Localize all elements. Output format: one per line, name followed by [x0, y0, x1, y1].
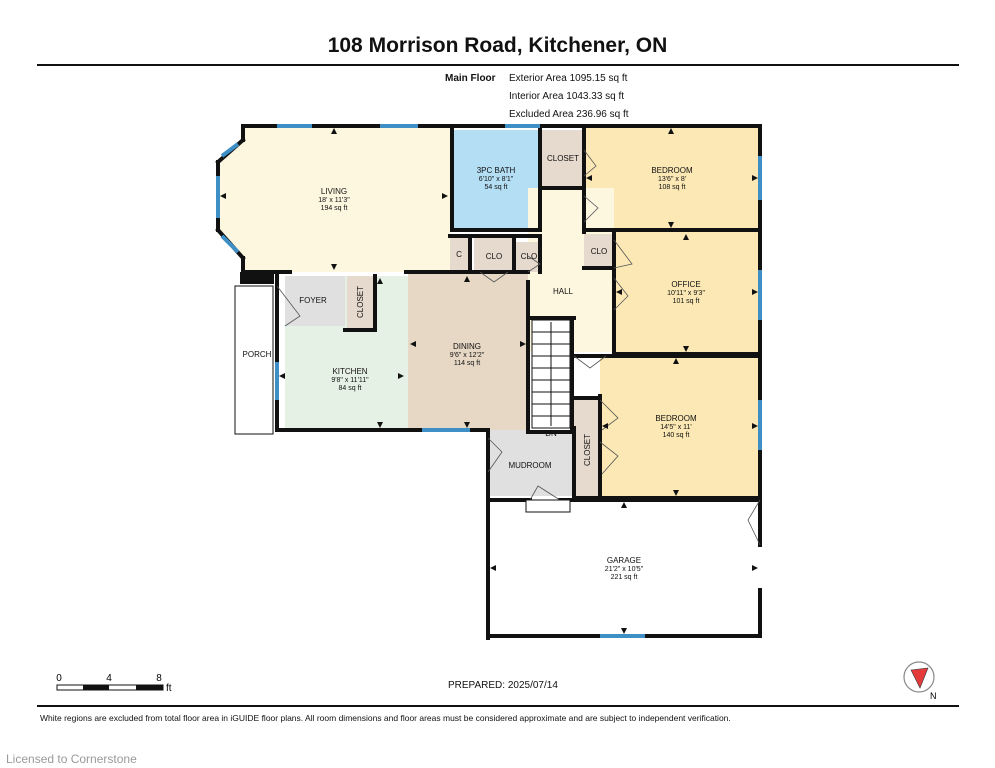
foyer-label: FOYER — [299, 296, 327, 305]
closet-top — [542, 130, 584, 188]
bedroom1-name: BEDROOM — [651, 166, 693, 175]
walls — [215, 124, 762, 640]
footer-rule — [37, 705, 959, 707]
bedroom2-dims: 14'5" x 11' — [660, 424, 692, 431]
bath-name: 3PC BATH — [477, 166, 516, 175]
scale-tick-0: 0 — [56, 673, 62, 684]
prepared-date: PREPARED: 2025/07/14 — [448, 680, 558, 691]
garage — [488, 500, 760, 636]
floor-label: Main Floor — [445, 73, 496, 84]
excluded-area: Excluded Area 236.96 sq ft — [509, 109, 629, 120]
scale-tick-8: 8 — [156, 673, 162, 684]
door-swings — [276, 149, 761, 546]
bedroom-2 — [600, 356, 760, 496]
office — [612, 232, 760, 354]
office-name: OFFICE — [671, 280, 700, 289]
bath-area: 54 sq ft — [485, 184, 508, 191]
mudroom-label: MUDROOM — [508, 461, 551, 470]
header-rule — [37, 64, 959, 66]
bath-dims: 6'10" x 8'1" — [479, 176, 514, 183]
living-name: LIVING — [321, 187, 347, 196]
scale-bar: 0 4 8 ft — [56, 673, 172, 694]
dining-area: 114 sq ft — [454, 360, 480, 367]
porch-label: PORCH — [243, 350, 272, 359]
closet-foyer-label: CLOSET — [356, 286, 365, 318]
dining — [408, 274, 528, 430]
bedroom2-name: BEDROOM — [655, 414, 697, 423]
living-area: 194 sq ft — [321, 205, 348, 212]
dimension-arrows — [220, 128, 758, 634]
windows — [216, 124, 762, 638]
garage-name: GARAGE — [607, 556, 641, 565]
closet-c-label: C — [456, 250, 462, 259]
bath-room — [452, 130, 542, 228]
disclaimer: White regions are excluded from total fl… — [40, 713, 731, 723]
office-dims: 10'11" x 9'3" — [667, 290, 705, 297]
dn-label: DN — [545, 429, 557, 438]
page-title: 108 Morrison Road, Kitchener, ON — [327, 34, 668, 57]
compass-icon: N — [903, 661, 937, 701]
hall-label: HALL — [553, 287, 574, 296]
dining-dims: 9'6" x 12'2" — [450, 352, 485, 359]
interior-area: Interior Area 1043.33 sq ft — [509, 91, 625, 102]
closet-top-label: CLOSET — [547, 154, 579, 163]
living-room — [218, 126, 450, 272]
closet-bedroom-label: CLOSET — [583, 434, 592, 466]
bedroom1-dims: 13'6" x 8' — [658, 176, 686, 183]
closet-c — [450, 238, 468, 272]
closet-clo1 — [474, 238, 514, 272]
living-dims: 18' x 11'3" — [318, 197, 350, 204]
bedroom2-area: 140 sq ft — [663, 432, 690, 439]
scale-tick-4: 4 — [106, 673, 112, 684]
dining-name: DINING — [453, 342, 481, 351]
kitchen-dims: 9'8" x 11'11" — [331, 377, 369, 384]
kitchen-name: KITCHEN — [332, 367, 367, 376]
clo3-label: CLO — [591, 247, 607, 256]
clo2-label: CLO — [521, 252, 537, 261]
watermark: Licensed to Cornerstone — [6, 752, 137, 766]
exterior-area: Exterior Area 1095.15 sq ft — [509, 73, 628, 84]
kitchen-area: 84 sq ft — [339, 385, 362, 392]
garage-dims: 21'2" x 10'5" — [605, 566, 644, 573]
clo1-label: CLO — [486, 252, 502, 261]
compass-letter: N — [930, 691, 937, 701]
bedroom1-area: 108 sq ft — [659, 184, 686, 191]
closet-clo3 — [584, 234, 612, 268]
mudroom — [488, 430, 572, 496]
garage-area: 221 sq ft — [611, 574, 638, 581]
porch — [234, 285, 274, 435]
stairs — [531, 319, 571, 429]
office-area: 101 sq ft — [673, 298, 700, 305]
closet-bedroom — [574, 400, 602, 496]
scale-unit: ft — [166, 683, 172, 694]
